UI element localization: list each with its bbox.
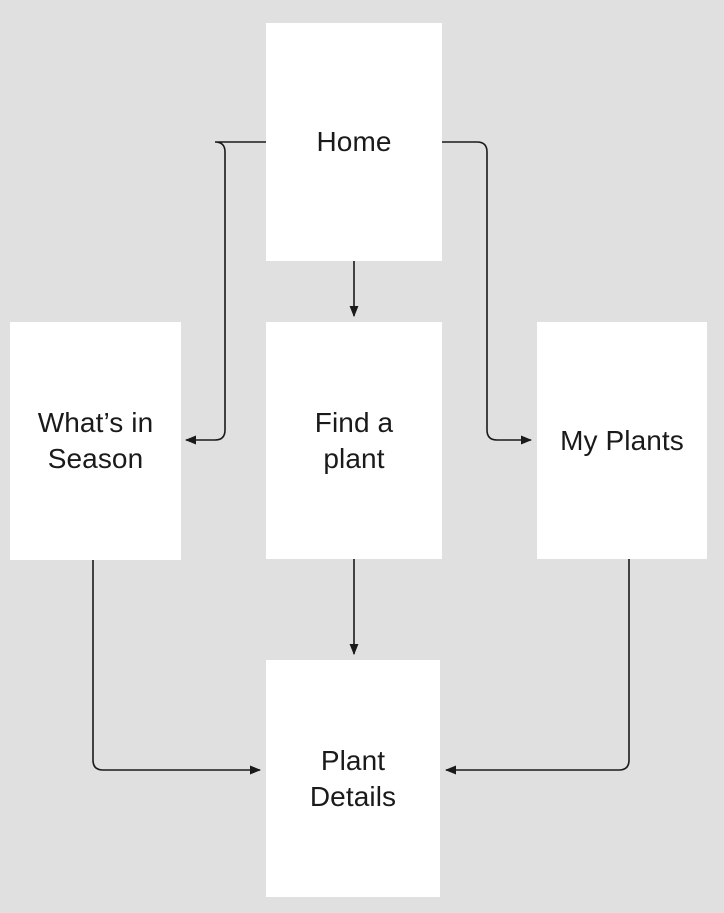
node-plant-details[interactable]: Plant Details xyxy=(266,660,440,897)
node-find-a-plant-label: Find a plant xyxy=(314,406,394,474)
edge-home-to-myplants xyxy=(442,141,533,445)
edge-myplants-to-details xyxy=(444,559,630,775)
edge-home-to-season xyxy=(184,141,266,445)
node-home[interactable]: Home xyxy=(266,23,442,261)
node-whats-in-season-label: What’s in Season xyxy=(37,407,154,474)
node-my-plants[interactable]: My Plants xyxy=(537,322,707,559)
node-find-a-plant[interactable]: Find a plant xyxy=(266,322,442,559)
node-whats-in-season[interactable]: What’s in Season xyxy=(10,322,181,560)
node-plant-details-label: Plant Details xyxy=(309,744,397,812)
node-my-plants-label: My Plants xyxy=(560,424,684,456)
node-home-label: Home xyxy=(316,126,392,157)
edge-season-to-details xyxy=(92,560,262,775)
